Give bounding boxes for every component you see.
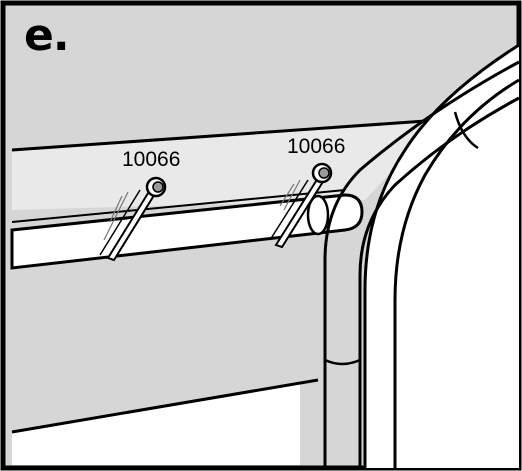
left-clip bbox=[99, 176, 167, 262]
curved-track bbox=[323, 43, 520, 468]
rail-band-top-edge bbox=[11, 118, 441, 152]
right-clip-part-number: 10066 bbox=[287, 135, 346, 158]
left-clip-part-number: 10066 bbox=[122, 148, 181, 171]
right-clip bbox=[269, 162, 333, 249]
floor-edge bbox=[11, 378, 319, 434]
horizontal-track bbox=[10, 189, 364, 270]
step-label: e. bbox=[24, 10, 70, 61]
floor-area bbox=[12, 384, 300, 465]
